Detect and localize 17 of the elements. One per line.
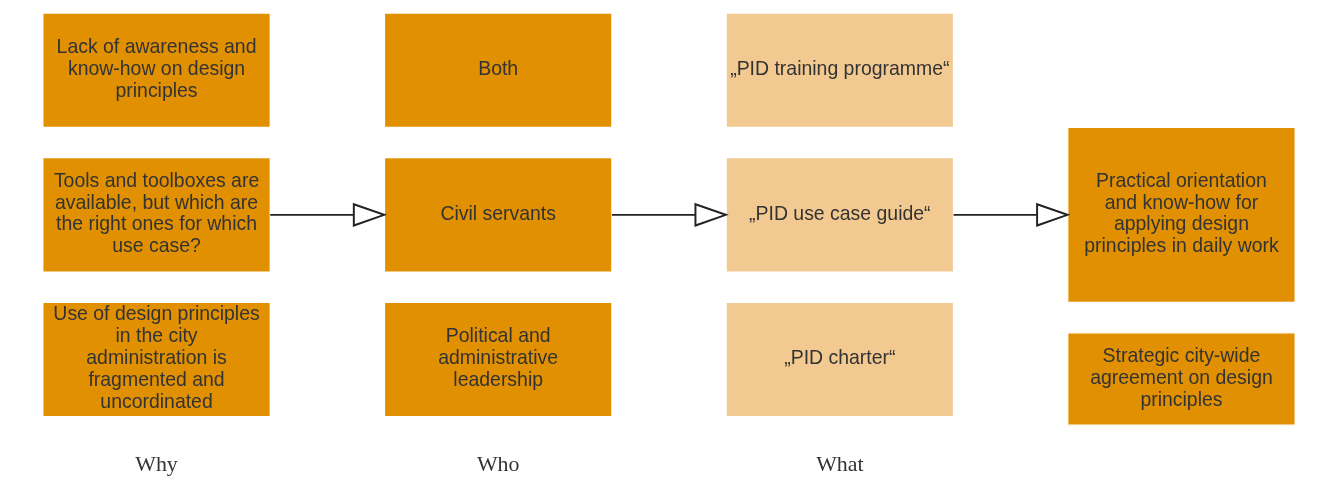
node-box: Lack of awareness and know-how on design principles bbox=[42, 12, 271, 128]
label: Who bbox=[476, 451, 520, 476]
label: What bbox=[816, 451, 864, 476]
node-box: Use of design principles in the city administration is fragmented and uncordinated bbox=[42, 301, 271, 418]
node-box: Civil servants bbox=[383, 157, 613, 273]
arrow bbox=[952, 202, 1071, 227]
node-box: Practical orientation and know-how for applying design principles in daily work bbox=[1067, 126, 1296, 304]
node-box: Both bbox=[383, 12, 613, 128]
node-box: Tools and toolboxes are available, but which are the right ones for which use case? bbox=[42, 157, 271, 273]
node-box: „PID use case guide“ bbox=[725, 157, 955, 273]
node-box: „PID training programme“ bbox=[725, 12, 955, 128]
arrow bbox=[610, 202, 729, 227]
label: Why bbox=[135, 451, 178, 476]
node-box: „PID charter“ bbox=[725, 301, 955, 418]
node-box: Political and administrative leadership bbox=[383, 301, 613, 418]
node-box: Strategic city-wide agreement on design principles bbox=[1067, 332, 1296, 426]
arrow bbox=[269, 202, 388, 227]
